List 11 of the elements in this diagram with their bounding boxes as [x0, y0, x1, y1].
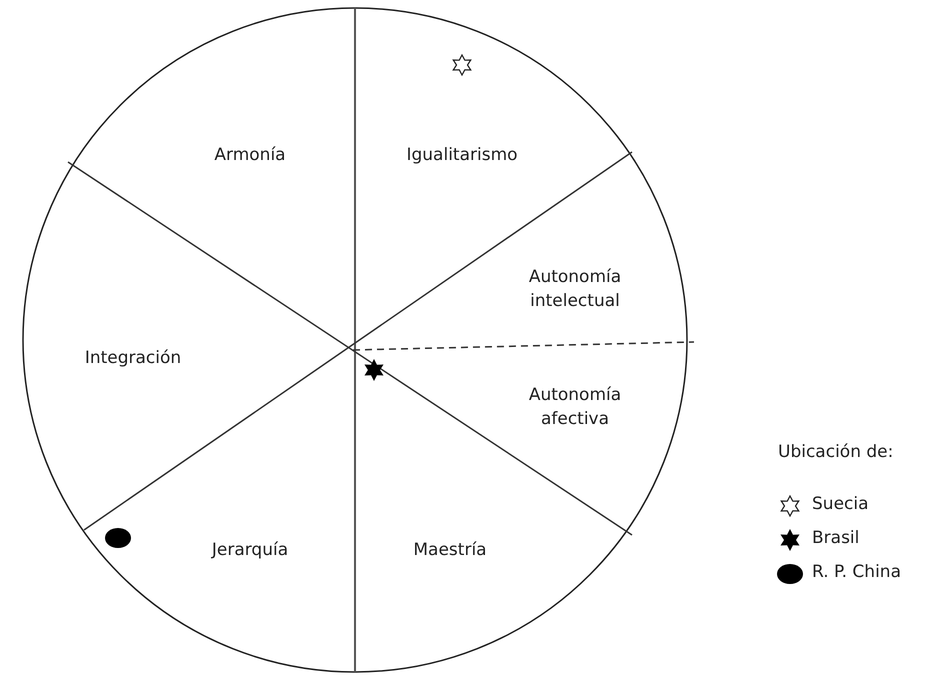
legend-label: R. P. China: [812, 562, 901, 582]
legend-label: Brasil: [812, 528, 860, 548]
legend-label: Suecia: [812, 494, 869, 514]
sector-label: Maestría: [375, 538, 525, 562]
sector-label: Jerarquía: [175, 538, 325, 562]
sector-label: Igualitarismo: [382, 143, 542, 167]
sector-label: Integración: [58, 346, 208, 370]
sector-label: Autonomía intelectual: [505, 265, 645, 313]
legend-title: Ubicación de:: [778, 442, 894, 462]
sector-label: Autonomía afectiva: [505, 383, 645, 431]
sector-label: Armonía: [175, 143, 325, 167]
